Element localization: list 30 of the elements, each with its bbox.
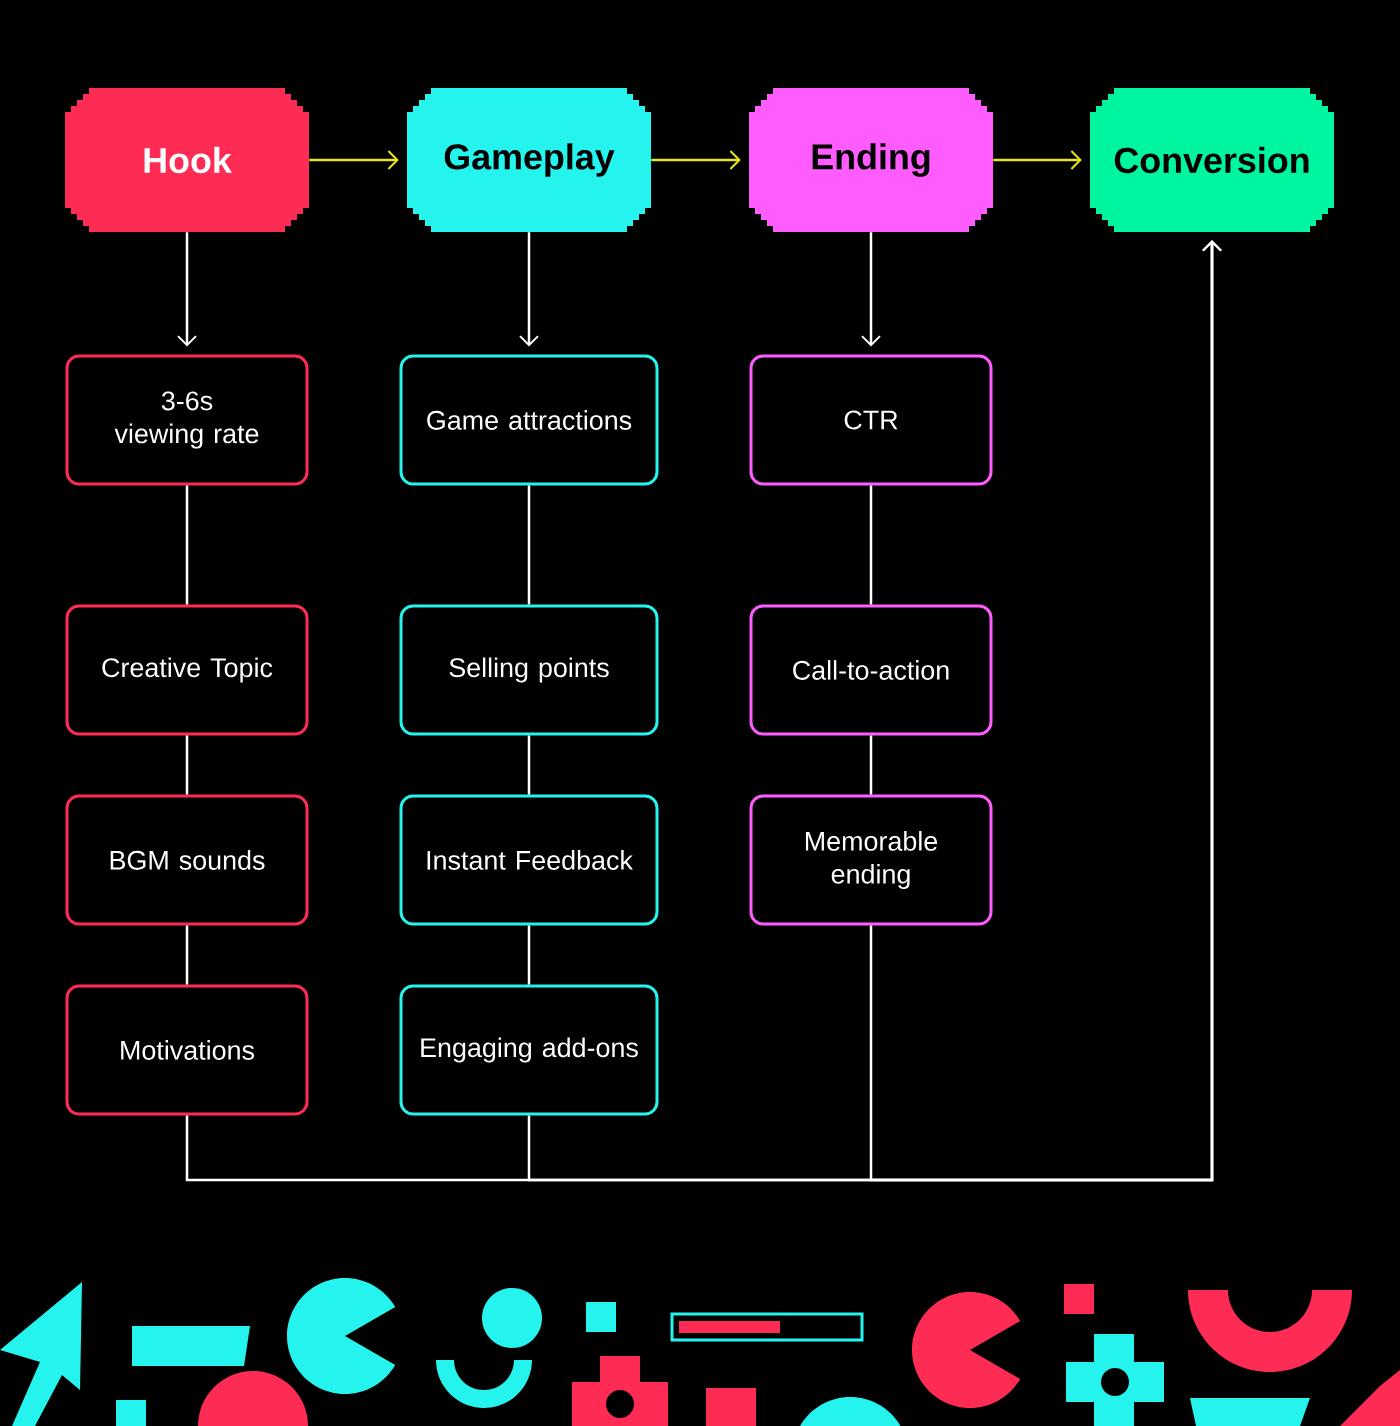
arrow: [861, 232, 881, 347]
metric-box: BGM sounds: [65, 794, 309, 926]
connector-line: [869, 735, 873, 795]
stage-box: Ending: [749, 88, 993, 232]
metric-box: Selling points: [399, 604, 659, 736]
arrow: [869, 240, 1222, 1182]
connector-line: [527, 485, 531, 605]
metric-box: Game attractions: [399, 354, 659, 486]
arrow: [993, 150, 1082, 170]
connector-line: [527, 925, 531, 985]
metric-box: Engaging add-ons: [399, 984, 659, 1116]
arrow: [177, 232, 197, 347]
metric-box: Instant Feedback: [399, 794, 659, 926]
metric-box: Creative Topic: [65, 604, 309, 736]
connector-line: [869, 485, 873, 605]
connector-line: [185, 735, 189, 795]
metric-box: 3-6s viewing rate: [65, 354, 309, 486]
metric-box: CTR: [749, 354, 993, 486]
arrow: [519, 232, 539, 347]
connector-line: [185, 485, 189, 605]
connector-line: [527, 735, 531, 795]
connector-line: [185, 925, 189, 985]
arrow: [309, 150, 399, 170]
arrow: [651, 150, 741, 170]
stage-box: Hook: [65, 88, 309, 232]
metric-box: Memorable ending: [749, 794, 993, 926]
metric-box: Call-to-action: [749, 604, 993, 736]
stage-box: Conversion: [1090, 88, 1334, 232]
metric-box: Motivations: [65, 984, 309, 1116]
stage-box: Gameplay: [407, 88, 651, 232]
